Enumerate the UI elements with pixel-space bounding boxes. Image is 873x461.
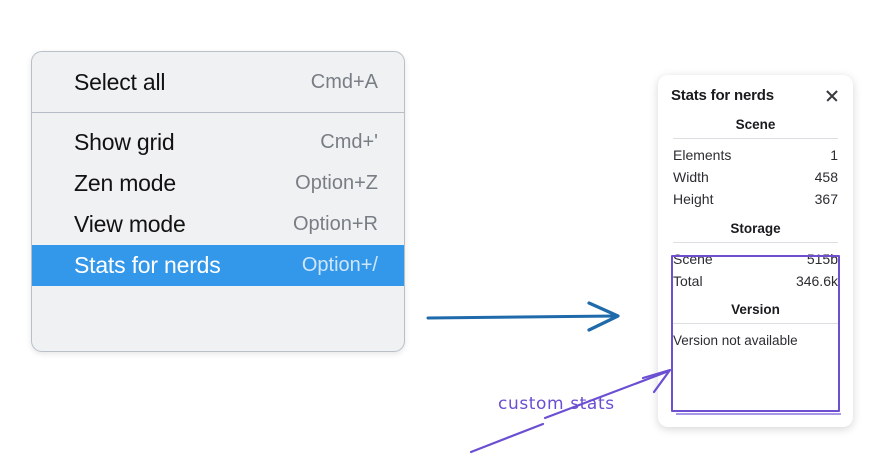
stat-row-height: Height 367 (671, 188, 840, 210)
menu-item-label: Stats for nerds (74, 252, 221, 278)
stat-value: 458 (814, 169, 838, 186)
stats-panel-header: Stats for nerds (671, 87, 840, 104)
handwritten-annotation-label: custom stats (498, 394, 615, 414)
stat-label: Total (673, 273, 703, 290)
stats-section-scene: Scene Elements 1 Width 458 Height 367 (671, 115, 840, 210)
stat-row-scene-storage: Scene 515b (671, 248, 840, 270)
section-divider (673, 138, 838, 139)
purple-underline-annotation (469, 422, 545, 454)
menu-item-view-mode[interactable]: View mode Option+R (32, 204, 404, 245)
menu-item-zen-mode[interactable]: Zen mode Option+Z (32, 163, 404, 204)
menu-separator (32, 112, 404, 113)
stat-label: Width (673, 169, 709, 186)
menu-group-2: Show grid Cmd+' Zen mode Option+Z View m… (32, 113, 404, 304)
menu-item-shortcut: Cmd+A (310, 71, 378, 93)
stats-section-storage: Storage Scene 515b Total 346.6k (671, 219, 840, 292)
menu-item-label: View mode (74, 211, 186, 237)
menu-item-shortcut: Option+R (292, 213, 378, 235)
section-divider (673, 242, 838, 244)
stat-row-width: Width 458 (671, 166, 840, 188)
section-title-version: Version (731, 302, 780, 318)
blue-arrow-annotation (426, 301, 620, 332)
menu-item-shortcut: Cmd+' (320, 131, 378, 153)
close-icon[interactable] (824, 88, 840, 104)
section-title-storage: Storage (730, 221, 781, 237)
stat-value: 1 (830, 147, 838, 163)
menu-item-shortcut: Option+/ (301, 254, 378, 276)
stat-value: 515b (806, 251, 838, 268)
stat-label: Elements (673, 147, 732, 163)
stat-label: Scene (673, 251, 713, 268)
stat-label: Height (673, 191, 714, 208)
stats-for-nerds-panel: Stats for nerds Scene Elements 1 Width 4… (658, 75, 853, 427)
menu-item-select-all[interactable]: Select all Cmd+A (32, 62, 404, 103)
menu-group-1: Select all Cmd+A (32, 52, 404, 112)
menu-item-label: Select all (74, 69, 166, 95)
stat-row-elements: Elements 1 (671, 144, 840, 166)
version-not-available-text: Version not available (673, 333, 798, 349)
menu-footer-spacer (32, 286, 404, 304)
stat-value: 346.6k (795, 273, 838, 290)
section-title-scene: Scene (735, 117, 776, 132)
menu-item-label: Show grid (74, 129, 175, 155)
menu-item-show-grid[interactable]: Show grid Cmd+' (32, 122, 404, 163)
menu-item-stats-for-nerds[interactable]: Stats for nerds Option+/ (32, 245, 404, 286)
context-menu[interactable]: Select all Cmd+A Show grid Cmd+' Zen mod… (31, 51, 405, 352)
menu-item-shortcut: Option+Z (295, 172, 378, 194)
stats-section-version: Version Version not available (671, 300, 840, 350)
stat-value: 367 (814, 191, 838, 208)
stats-panel-title: Stats for nerds (671, 87, 774, 104)
stat-row-total-storage: Total 346.6k (671, 270, 840, 292)
section-divider (673, 323, 838, 325)
menu-item-label: Zen mode (74, 170, 176, 196)
